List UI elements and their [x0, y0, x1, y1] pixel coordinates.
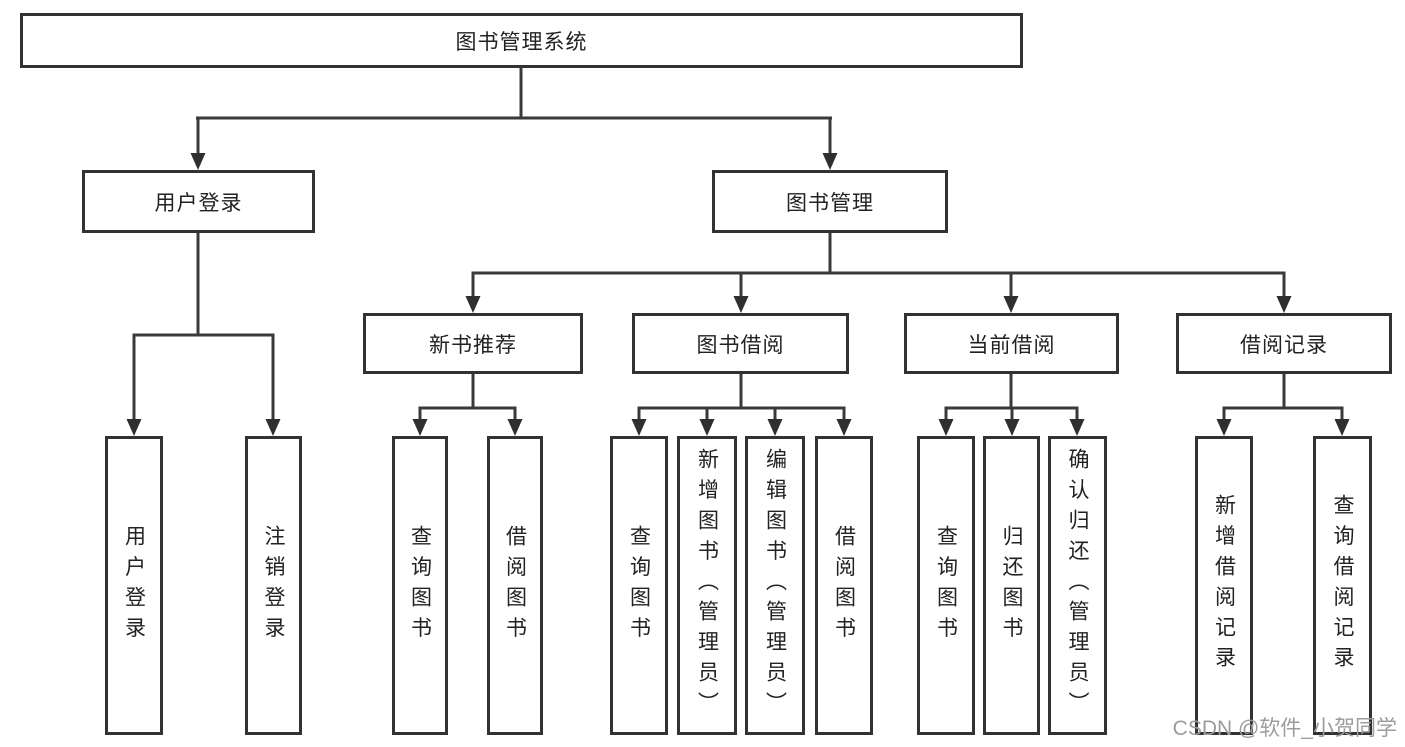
node-book-management-branch: 图书管理	[712, 170, 948, 233]
node-user-login-branch: 用户登录	[82, 170, 315, 233]
arrowhead-icon	[465, 296, 481, 313]
node-leaf-edit-book-admin: 编辑图书（管理员）	[745, 436, 805, 735]
node-label: 查询图书	[627, 524, 651, 647]
node-leaf-query-books-borrowing: 查询图书	[610, 436, 668, 735]
node-leaf-borrow-books-newbook: 借阅图书	[487, 436, 543, 735]
node-label: 当前借阅	[967, 333, 1056, 357]
arrowhead-icon	[767, 419, 783, 436]
arrowhead-icon	[836, 419, 852, 436]
node-label: 借阅记录	[1240, 333, 1328, 357]
arrowhead-icon	[1069, 419, 1085, 436]
node-label: 编辑图书（管理员）	[763, 448, 787, 723]
node-leaf-borrow-books-borrowing: 借阅图书	[815, 436, 873, 735]
arrowhead-icon	[190, 153, 206, 170]
node-borrowing-records: 借阅记录	[1176, 313, 1392, 374]
arrowhead-icon	[1216, 419, 1232, 436]
node-leaf-query-books-newbook: 查询图书	[392, 436, 448, 735]
node-leaf-query-books-current: 查询图书	[917, 436, 975, 735]
arrowhead-icon	[1004, 419, 1020, 436]
arrowhead-icon	[1003, 296, 1019, 313]
connector-book-management-group	[471, 233, 1286, 299]
node-label: 图书借阅	[696, 333, 785, 357]
arrowhead-icon	[631, 419, 647, 436]
arrowhead-icon	[938, 419, 954, 436]
csdn-watermark: CSDN @软件_小贺同学	[1172, 717, 1397, 740]
node-label: 图书管理	[786, 191, 874, 215]
node-label: 用户登录	[154, 191, 243, 215]
node-label: 新增图书（管理员）	[695, 448, 719, 723]
node-label: 图书管理系统	[455, 30, 588, 54]
arrowhead-icon	[1334, 419, 1350, 436]
connector-paths	[132, 68, 1344, 422]
node-label: 查询借阅记录	[1331, 494, 1354, 677]
connector-records-group	[1222, 374, 1344, 422]
arrowheads	[126, 153, 1350, 436]
connector-new-book-group	[418, 374, 517, 422]
connector-user-login-group	[132, 233, 275, 422]
connector-borrowing-group	[637, 374, 846, 422]
arrowhead-icon	[1276, 296, 1292, 313]
node-root: 图书管理系统	[20, 13, 1023, 68]
node-leaf-add-book-admin: 新增图书（管理员）	[677, 436, 737, 735]
node-label: 借阅图书	[503, 524, 527, 647]
node-leaf-add-borrow-record: 新增借阅记录	[1195, 436, 1253, 735]
connector-root-to-level2	[196, 68, 832, 156]
arrowhead-icon	[699, 419, 715, 436]
arrowhead-icon	[507, 419, 523, 436]
node-label: 查询图书	[408, 524, 432, 647]
node-leaf-query-borrow-record: 查询借阅记录	[1313, 436, 1372, 735]
node-leaf-user-login: 用户登录	[105, 436, 163, 735]
node-label: 确认归还（管理员）	[1066, 448, 1089, 723]
node-leaf-logout: 注销登录	[245, 436, 302, 735]
node-current-borrowing: 当前借阅	[904, 313, 1119, 374]
node-label: 新书推荐	[429, 333, 517, 357]
node-label: 注销登录	[262, 524, 285, 647]
arrowhead-icon	[733, 296, 749, 313]
node-leaf-return-book: 归还图书	[983, 436, 1040, 735]
node-label: 新增借阅记录	[1212, 494, 1236, 677]
arrowhead-icon	[126, 419, 142, 436]
node-label: 查询图书	[934, 524, 958, 647]
connector-current-group	[944, 374, 1079, 422]
arrowhead-icon	[822, 153, 838, 170]
node-label: 归还图书	[1000, 524, 1023, 647]
arrowhead-icon	[412, 419, 428, 436]
node-book-borrowing: 图书借阅	[632, 313, 849, 374]
node-leaf-confirm-return-admin: 确认归还（管理员）	[1048, 436, 1107, 735]
node-label: 用户登录	[122, 524, 146, 647]
node-new-book-recommend: 新书推荐	[363, 313, 583, 374]
arrowhead-icon	[265, 419, 281, 436]
node-label: 借阅图书	[832, 524, 856, 647]
